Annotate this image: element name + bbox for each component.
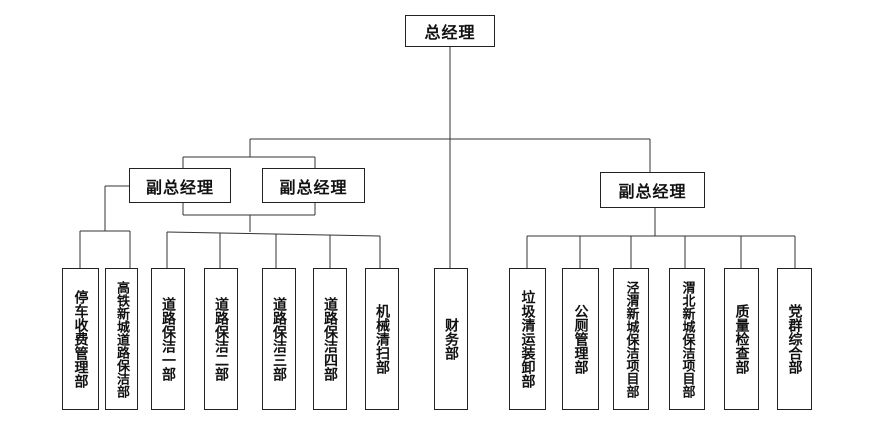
dept-label-8: 财务部 — [443, 318, 459, 360]
dept-label-7: 机械清扫部 — [374, 304, 390, 374]
deputy-left-2-box: 副总经理 — [262, 168, 365, 203]
dept-label-4: 道路保洁二部 — [213, 297, 229, 381]
dept-box-2: 高铁新城道路保洁部 — [105, 268, 138, 410]
deputy-right-label: 副总经理 — [618, 182, 687, 201]
dept-label-11: 泾渭新城保洁项目部 — [623, 280, 639, 398]
deputy-left-2-label: 副总经理 — [279, 177, 348, 197]
dept-label-3: 道路保洁一部 — [160, 297, 176, 381]
dept-box-11: 泾渭新城保洁项目部 — [613, 268, 649, 410]
dept-label-9: 垃圾清运装卸部 — [519, 290, 536, 388]
dept-box-7: 机械清扫部 — [365, 268, 399, 410]
dept-label-13: 质量检查部 — [733, 304, 750, 374]
deputy-right-box: 副总经理 — [600, 172, 705, 208]
dept-label-5: 道路保洁三部 — [271, 297, 287, 381]
deputy-left-1-box: 副总经理 — [129, 168, 231, 203]
dept-box-9: 垃圾清运装卸部 — [509, 268, 546, 410]
dept-label-6: 道路保洁四部 — [322, 297, 338, 381]
deputy-left-1-label: 副总经理 — [145, 177, 214, 197]
dept-box-4: 道路保洁二部 — [204, 268, 238, 410]
dept-box-12: 渭北新城保洁项目部 — [669, 268, 705, 410]
dept-box-10: 公厕管理部 — [562, 268, 599, 410]
dept-box-8: 财务部 — [434, 268, 468, 410]
dept-label-12: 渭北新城保洁项目部 — [679, 280, 695, 398]
dept-box-5: 道路保洁三部 — [262, 268, 296, 410]
dept-box-13: 质量检查部 — [724, 268, 759, 410]
dept-label-14: 党群综合部 — [786, 304, 803, 374]
dept-label-2: 高铁新城道路保洁部 — [114, 280, 129, 398]
dept-label-10: 公厕管理部 — [572, 304, 589, 374]
dept-box-14: 党群综合部 — [777, 268, 812, 410]
dept-box-1: 停车收费管理部 — [62, 268, 99, 410]
dept-box-3: 道路保洁一部 — [151, 268, 185, 410]
dept-label-1: 停车收费管理部 — [72, 290, 89, 388]
ceo-box: 总经理 — [405, 15, 495, 47]
ceo-label: 总经理 — [424, 23, 476, 42]
dept-box-6: 道路保洁四部 — [313, 268, 347, 410]
